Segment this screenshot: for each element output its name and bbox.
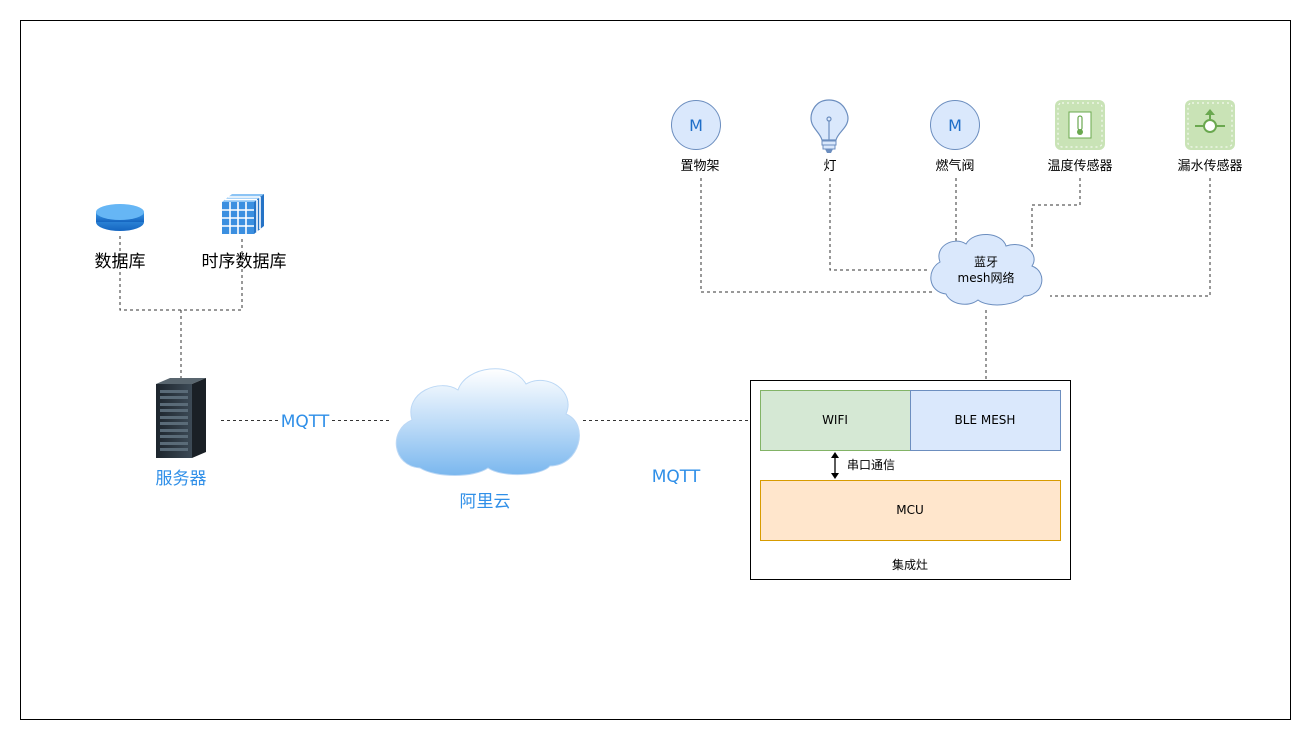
leak-sensor-icon (1185, 100, 1235, 150)
svg-text:M: M (689, 116, 703, 135)
mesh-cloud-shape (930, 234, 1043, 306)
shelf-motor-icon: M (671, 100, 721, 150)
database-label: 数据库 (95, 252, 146, 272)
server-label: 服务器 (156, 469, 207, 489)
ble-mesh-label: BLE MESH (955, 413, 1016, 427)
leak-sensor-label: 漏水传感器 (1177, 158, 1242, 174)
gas-valve-motor-icon: M (930, 100, 980, 150)
mcu-label: MCU (896, 503, 924, 517)
shelf-label: 置物架 (680, 159, 719, 174)
tsdb-label: 时序数据库 (202, 252, 287, 272)
tsdb-cube-icon (222, 194, 264, 234)
stove-title: 集成灶 (892, 557, 928, 572)
mesh-line1: 蓝牙 (974, 255, 998, 269)
wifi-label: WIFI (822, 413, 848, 427)
cloud-icon (395, 368, 580, 476)
mcu-module (760, 480, 1061, 541)
connector-lines (119, 178, 1211, 421)
mesh-line2: mesh网络 (958, 270, 1015, 285)
ble-mesh-module (910, 390, 1061, 451)
mqtt-label-left: MQTT (281, 412, 330, 432)
mqtt-label-right: MQTT (652, 467, 701, 487)
svg-text:M: M (948, 116, 962, 135)
light-label: 灯 (823, 159, 836, 174)
temperature-sensor-icon (1055, 100, 1105, 150)
serial-label: 串口通信 (847, 458, 895, 472)
temperature-sensor-label: 温度传感器 (1047, 158, 1112, 174)
cloud-label: 阿里云 (460, 492, 511, 512)
serial-arrow (831, 452, 839, 479)
diagram-frame (20, 20, 1291, 720)
gas-valve-label: 燃气阀 (935, 158, 974, 174)
server-rack-icon (156, 378, 206, 458)
light-bulb-icon (810, 99, 849, 153)
database-icon (96, 204, 144, 231)
